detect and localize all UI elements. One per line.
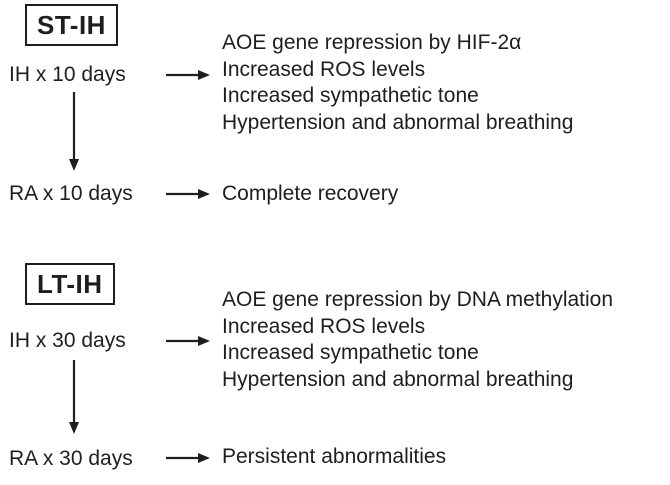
st-ih-recovery-label: RA x 10 days xyxy=(9,182,133,205)
lt-ih-effect-item: Increased sympathetic tone xyxy=(222,341,479,364)
st-ih-exposure-to-recovery-arrow xyxy=(69,92,79,171)
lt-ih-exposure-label: IH x 30 days xyxy=(9,329,126,352)
st-ih-arrows xyxy=(69,70,210,199)
lt-ih-outcome-label: Persistent abnormalities xyxy=(222,445,447,468)
st-ih-exposure-label: IH x 10 days xyxy=(9,63,126,86)
lt-ih-panel: LT-IH IH x 30 days RA x 30 days AOE gene… xyxy=(0,245,670,485)
lt-ih-title-box: LT-IH xyxy=(25,263,115,305)
lt-ih-exposure-to-effects-arrow xyxy=(166,336,210,346)
st-ih-panel: ST-IH IH x 10 days RA x 10 days AOE gene… xyxy=(0,0,670,240)
st-ih-effect-item: Increased sympathetic tone xyxy=(222,84,479,107)
st-ih-effects-list: AOE gene repression by HIF-2α Increased … xyxy=(222,30,573,136)
lt-ih-recovery-label: RA x 30 days xyxy=(9,447,133,470)
st-ih-outcome-label: Complete recovery xyxy=(222,182,399,205)
st-ih-exposure-to-effects-arrow xyxy=(166,70,210,80)
lt-ih-exposure-to-recovery-arrow xyxy=(69,360,79,434)
lt-ih-effect-item: Hypertension and abnormal breathing xyxy=(222,367,574,391)
st-ih-recovery-to-outcome-arrow xyxy=(166,189,210,199)
lt-ih-recovery-to-outcome-arrow xyxy=(166,453,210,463)
st-ih-effect-item: AOE gene repression by HIF-2α xyxy=(222,31,522,54)
lt-ih-arrows xyxy=(69,336,210,463)
st-ih-title-box: ST-IH xyxy=(25,4,118,46)
lt-ih-effect-item: Increased ROS levels xyxy=(222,314,426,338)
lt-ih-effect-item: AOE gene repression by DNA methylation xyxy=(222,288,614,311)
st-ih-effect-item: Hypertension and abnormal breathing xyxy=(222,110,574,134)
st-ih-effect-item: Increased ROS levels xyxy=(222,57,426,81)
lt-ih-effects-list: AOE gene repression by DNA methylation I… xyxy=(222,287,613,393)
